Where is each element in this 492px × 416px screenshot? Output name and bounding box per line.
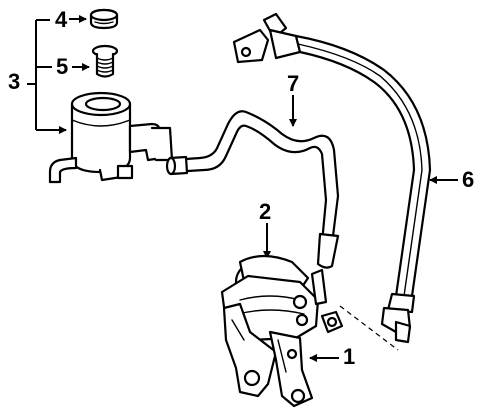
hose-dashed-guide [339,305,399,351]
leader-lines [27,15,458,362]
pressure-hose [232,12,432,351]
callout-1: 1 [343,344,355,369]
callout-6: 6 [462,167,474,192]
fluid-reservoir [48,91,174,184]
callout-5: 5 [56,54,68,79]
reservoir-strainer [91,44,119,78]
pump-bracket [222,302,314,408]
callout-4: 4 [55,7,68,32]
callout-2: 2 [259,199,271,224]
callout-7: 7 [287,71,299,96]
callout-3: 3 [8,69,20,94]
return-hose [165,110,340,269]
reservoir-cap [89,8,119,30]
